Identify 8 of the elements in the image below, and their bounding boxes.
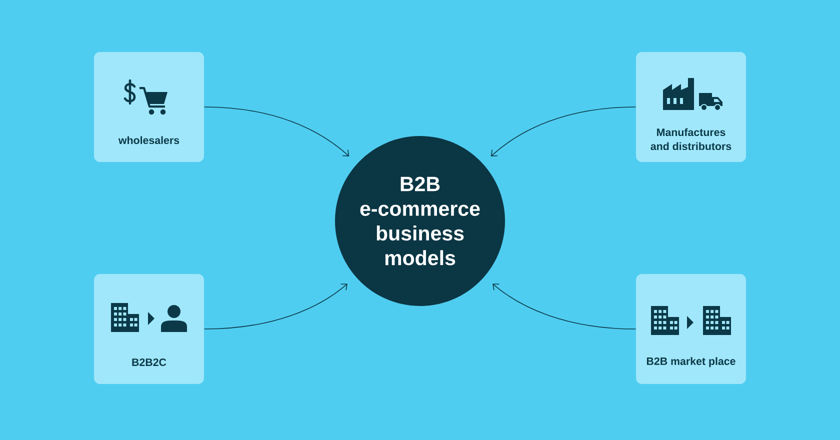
arrow: [204, 284, 348, 330]
arrow: [490, 106, 636, 156]
category-box: B2B market place: [636, 274, 746, 384]
category-box: wholesalers: [94, 52, 204, 162]
category-box: Manufactures and distributors: [636, 52, 746, 162]
category-box: B2B2C: [94, 274, 204, 384]
arrow: [204, 106, 350, 156]
arrow: [492, 284, 636, 330]
